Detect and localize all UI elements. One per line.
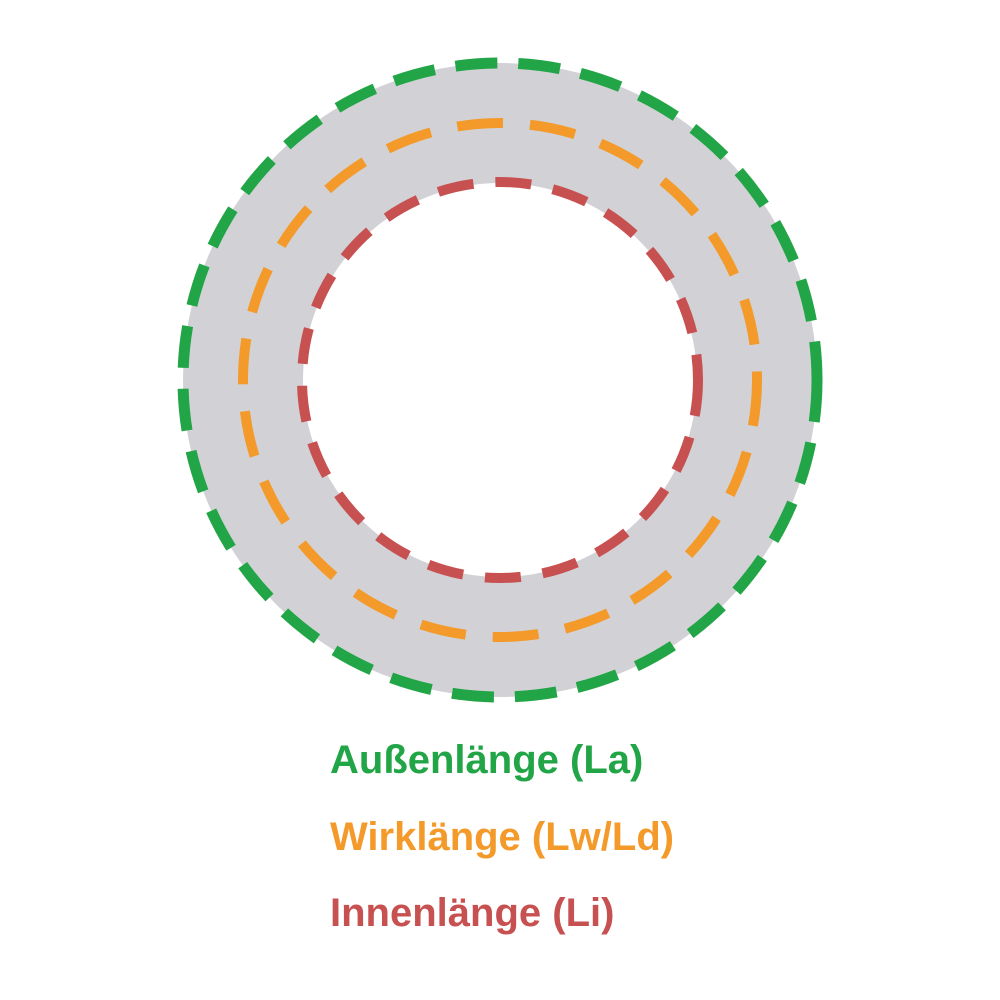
inner-length-circle bbox=[297, 177, 703, 583]
effective-length-circle bbox=[238, 118, 762, 642]
outer-length-label: Außenlänge (La) bbox=[330, 738, 643, 782]
inner-length-label: Innenlänge (Li) bbox=[330, 891, 614, 935]
effective-length-label: Wirklänge (Lw/Ld) bbox=[330, 815, 674, 859]
outer-length-circle bbox=[177, 57, 823, 703]
